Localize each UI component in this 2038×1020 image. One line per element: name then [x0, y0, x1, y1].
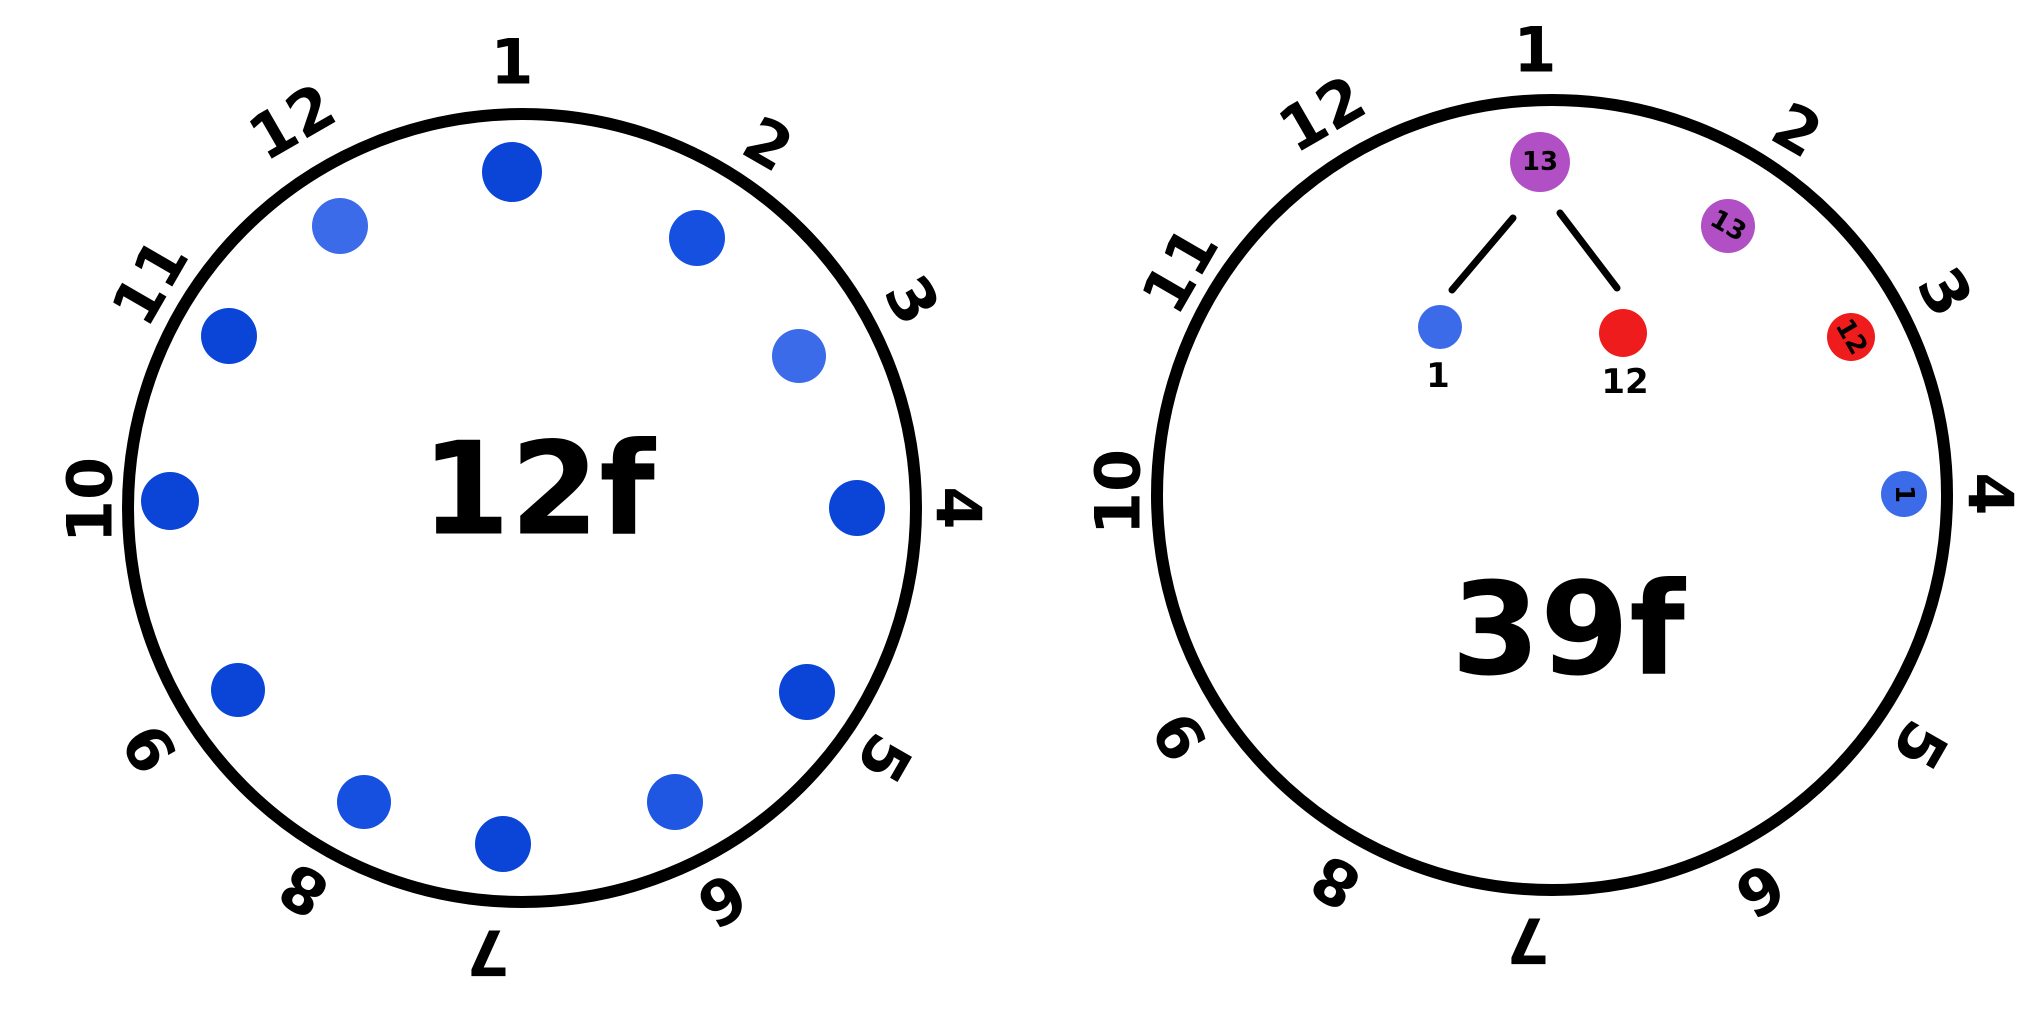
- node-dot-top: 13: [1510, 132, 1570, 192]
- branch-line-right: [1556, 209, 1621, 292]
- purple-dot: [1510, 132, 1570, 192]
- left-dot-10: [141, 472, 199, 530]
- right-label-1: 1: [1513, 14, 1556, 87]
- red-dot: [1827, 313, 1875, 361]
- right-label-11: 11: [1127, 214, 1233, 325]
- right-label-10: 10: [1082, 449, 1155, 535]
- branch-child-right-label: 12: [1601, 362, 1648, 402]
- node-dot-top-label: 13: [1522, 147, 1558, 177]
- left-dot-4: [829, 480, 885, 536]
- left-label-6: 6: [685, 858, 759, 943]
- left-label-10: 10: [54, 457, 127, 543]
- purple-dot: [1701, 199, 1755, 253]
- branch-line-left: [1448, 214, 1517, 294]
- left-label-2: 2: [731, 102, 805, 187]
- right-label-9: 9: [1138, 699, 1223, 773]
- left-dot-6: [647, 774, 703, 830]
- left-diagram: 12f 1 2 3 4 5 6 7 8 9 10 11 12: [54, 26, 995, 989]
- left-label-11: 11: [97, 226, 203, 337]
- branch-child-left-label: 1: [1426, 356, 1450, 396]
- right-label-5: 5: [1878, 708, 1963, 782]
- left-label-9: 9: [108, 711, 193, 785]
- right-center-label: 39f: [1451, 556, 1686, 705]
- right-label-4: 4: [1954, 472, 2027, 515]
- right-label-8: 8: [1299, 840, 1373, 925]
- left-dot-5: [779, 664, 835, 720]
- node-dot-pos4: 1: [1881, 471, 1927, 517]
- left-label-3: 3: [870, 263, 955, 337]
- blue-dot: [1881, 471, 1927, 517]
- right-label-3: 3: [1903, 255, 1988, 329]
- node-dot-pos4-label: 1: [1889, 485, 1919, 503]
- node-dot-pos2: 13: [1701, 199, 1755, 253]
- left-label-1: 1: [490, 26, 533, 99]
- right-label-6: 6: [1723, 848, 1797, 933]
- left-label-8: 8: [267, 848, 341, 933]
- left-label-5: 5: [842, 721, 927, 795]
- red-dot: [1599, 309, 1647, 357]
- left-dot-2: [669, 210, 725, 266]
- left-label-4: 4: [922, 486, 995, 529]
- branch-child-left: 1: [1418, 305, 1462, 396]
- right-ring: [1151, 94, 1953, 896]
- left-dot-3: [772, 329, 826, 383]
- left-dot-12: [312, 198, 368, 254]
- left-dot-8: [337, 775, 391, 829]
- left-dot-9: [211, 663, 265, 717]
- left-dot-11: [201, 308, 257, 364]
- right-label-7: 7: [1506, 904, 1549, 977]
- left-center-label: 12f: [421, 416, 656, 565]
- left-dot-1: [482, 142, 542, 202]
- left-dot-7: [475, 816, 531, 872]
- branch-child-right: 12: [1599, 309, 1649, 402]
- node-dot-pos3: 12: [1827, 313, 1875, 361]
- left-label-7: 7: [466, 916, 509, 989]
- right-diagram: 13 1 12 13 12 1 39f 1 2 3 4 5 6 7: [1082, 14, 2027, 977]
- blue-dot: [1418, 305, 1462, 349]
- left-ring: [122, 108, 922, 908]
